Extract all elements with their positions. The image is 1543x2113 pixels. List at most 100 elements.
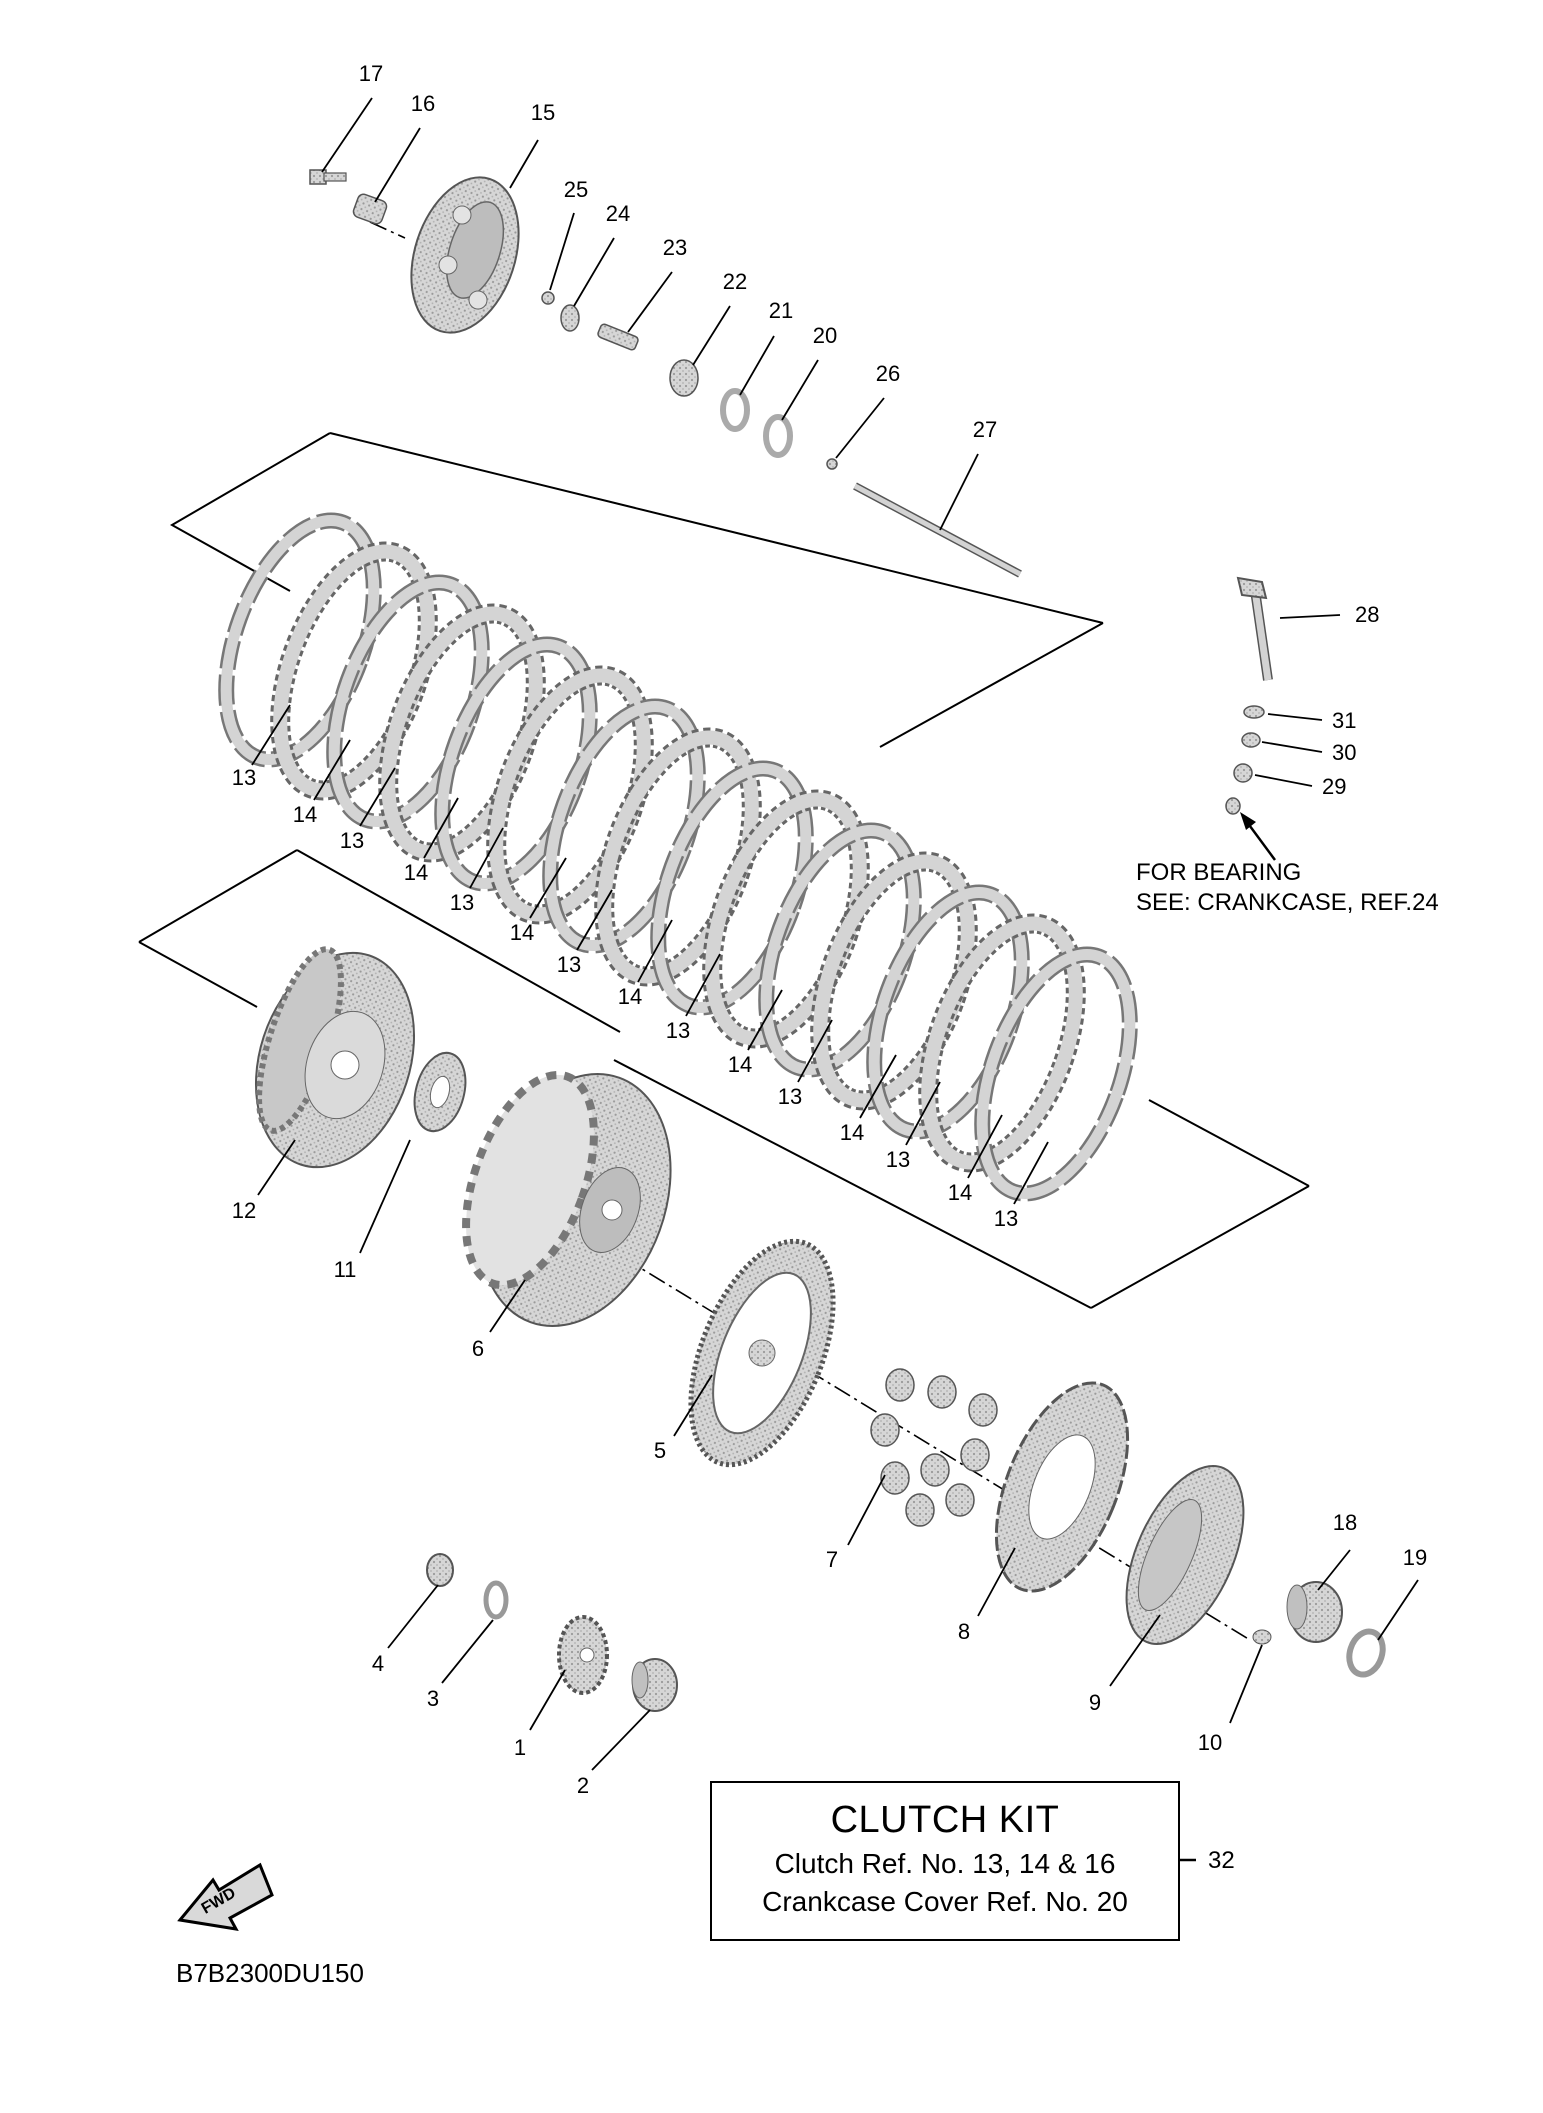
callout-17: 17 xyxy=(321,61,383,173)
clutch-kit-line-2: Crankcase Cover Ref. No. 20 xyxy=(762,1886,1128,1917)
leader-line-8 xyxy=(977,1547,1016,1617)
callout-9: 9 xyxy=(1089,1614,1161,1715)
callout-number-26: 26 xyxy=(876,361,900,386)
leader-line-18 xyxy=(1317,1549,1351,1591)
shaft-part-28 xyxy=(1236,576,1273,681)
plate-callout-14: 14 xyxy=(948,1114,1003,1205)
plate-leader-line xyxy=(797,1019,833,1083)
callout-number-23: 23 xyxy=(663,235,687,260)
plate-callout-3: 13 xyxy=(340,767,396,853)
leader-line-15 xyxy=(509,139,539,189)
washer-part-30 xyxy=(1241,732,1261,748)
leader-line-19 xyxy=(1377,1579,1419,1641)
callout-number-6: 6 xyxy=(472,1336,484,1361)
small-parts-29-31 xyxy=(1225,705,1265,815)
collar-part-2 xyxy=(631,1658,678,1712)
plate-leader-line xyxy=(747,989,783,1051)
clutch-spring-part-16 xyxy=(352,193,388,225)
leader-line-30 xyxy=(1261,741,1323,753)
callout-number-31: 31 xyxy=(1332,708,1356,733)
callout-10: 10 xyxy=(1198,1644,1263,1755)
plate-leader-line xyxy=(859,1054,897,1119)
bearing-note: FOR BEARING SEE: CRANKCASE, REF.24 xyxy=(1136,858,1439,918)
callout-22: 22 xyxy=(692,269,747,366)
leader-line-29 xyxy=(1254,774,1313,787)
callout-16: 16 xyxy=(374,91,435,203)
callout-number-2: 2 xyxy=(577,1773,589,1798)
leader-line-28 xyxy=(1279,614,1341,619)
circlip-part-31 xyxy=(1243,705,1265,719)
plate-callout-number-14: 14 xyxy=(840,1120,864,1145)
callout-21: 21 xyxy=(739,298,793,396)
callout-2: 2 xyxy=(577,1709,651,1798)
plate-leader-line xyxy=(967,1114,1003,1179)
plate-leader-line xyxy=(423,797,459,859)
plate-callout-1: 13 xyxy=(232,704,291,790)
callout-23: 23 xyxy=(627,235,687,333)
callout-number-30: 30 xyxy=(1332,740,1356,765)
plate-leader-line xyxy=(469,827,504,889)
plate-leader-line xyxy=(313,739,351,801)
nut-part-4 xyxy=(426,1553,454,1587)
callout-15: 15 xyxy=(509,100,555,189)
push-rod-part-27 xyxy=(853,482,1022,578)
clutch-kit-line-1: Clutch Ref. No. 13, 14 & 16 xyxy=(774,1848,1116,1879)
plate-leader-line xyxy=(359,767,396,827)
damper-3 xyxy=(968,1393,998,1427)
plate-leader-line xyxy=(251,704,291,766)
clutch-kit-box: CLUTCH KIT Clutch Ref. No. 13, 14 & 16 C… xyxy=(710,1781,1180,1941)
washer-part-21 xyxy=(720,388,750,432)
callout-18: 18 xyxy=(1317,1510,1357,1591)
clutch-kit-ref-number: 32 xyxy=(1208,1847,1235,1874)
plate-callout-number-13: 13 xyxy=(557,952,581,977)
callout-number-1: 1 xyxy=(514,1735,526,1760)
damper-4 xyxy=(960,1438,990,1472)
bearing-position-marker xyxy=(1225,797,1241,815)
plate-callout-12: 14 xyxy=(840,1054,897,1145)
nut-part-22 xyxy=(669,359,699,397)
clutch-plate-14-ref-14 xyxy=(918,913,1086,1173)
leader-line-11 xyxy=(359,1139,411,1254)
callout-number-25: 25 xyxy=(564,177,588,202)
leader-line-4 xyxy=(387,1584,439,1649)
leader-line-6 xyxy=(489,1279,526,1333)
clutch-plate-15-ref-13 xyxy=(974,946,1138,1202)
callout-28: 28 xyxy=(1279,602,1379,627)
plate-leader-line xyxy=(576,889,613,951)
ball-part-26 xyxy=(826,458,838,470)
leader-line-9 xyxy=(1109,1614,1161,1687)
callout-number-18: 18 xyxy=(1333,1510,1357,1535)
bearing-note-line-1: FOR BEARING xyxy=(1136,859,1302,886)
callout-number-19: 19 xyxy=(1403,1545,1427,1570)
callout-4: 4 xyxy=(372,1584,439,1676)
leader-line-2 xyxy=(591,1709,651,1771)
bearing-plate-part-9 xyxy=(1125,1465,1245,1645)
damper-2 xyxy=(927,1375,957,1409)
plate-leader-line xyxy=(529,857,567,919)
gear-part-1 xyxy=(557,1615,609,1695)
washer-part-20 xyxy=(763,414,793,458)
damper-rubbers-part-7 xyxy=(870,1368,998,1527)
ball-part-25 xyxy=(541,291,555,305)
leader-line-24 xyxy=(573,237,615,307)
leader-line-16 xyxy=(374,127,421,203)
plate-callout-8: 14 xyxy=(618,919,673,1009)
callout-number-4: 4 xyxy=(372,1651,384,1676)
leader-line-26 xyxy=(835,397,885,459)
callout-31: 31 xyxy=(1267,708,1356,733)
washer-part-24 xyxy=(560,304,580,332)
plate-callout-13: 13 xyxy=(886,1081,941,1172)
callout-30: 30 xyxy=(1261,740,1356,765)
callout-29: 29 xyxy=(1254,774,1346,799)
oil-pump-drive-gear-part-5 xyxy=(688,1238,836,1468)
collar-part-18 xyxy=(1286,1581,1343,1643)
pressure-plate-part-15 xyxy=(410,176,520,334)
leader-line-12 xyxy=(257,1139,296,1196)
washer-part-19 xyxy=(1346,1628,1386,1678)
plate-leader-line xyxy=(1013,1141,1049,1205)
clutch-kit-title: CLUTCH KIT xyxy=(830,1799,1060,1841)
callout-number-27: 27 xyxy=(973,417,997,442)
callout-11: 11 xyxy=(334,1139,411,1282)
callout-5: 5 xyxy=(654,1374,713,1463)
